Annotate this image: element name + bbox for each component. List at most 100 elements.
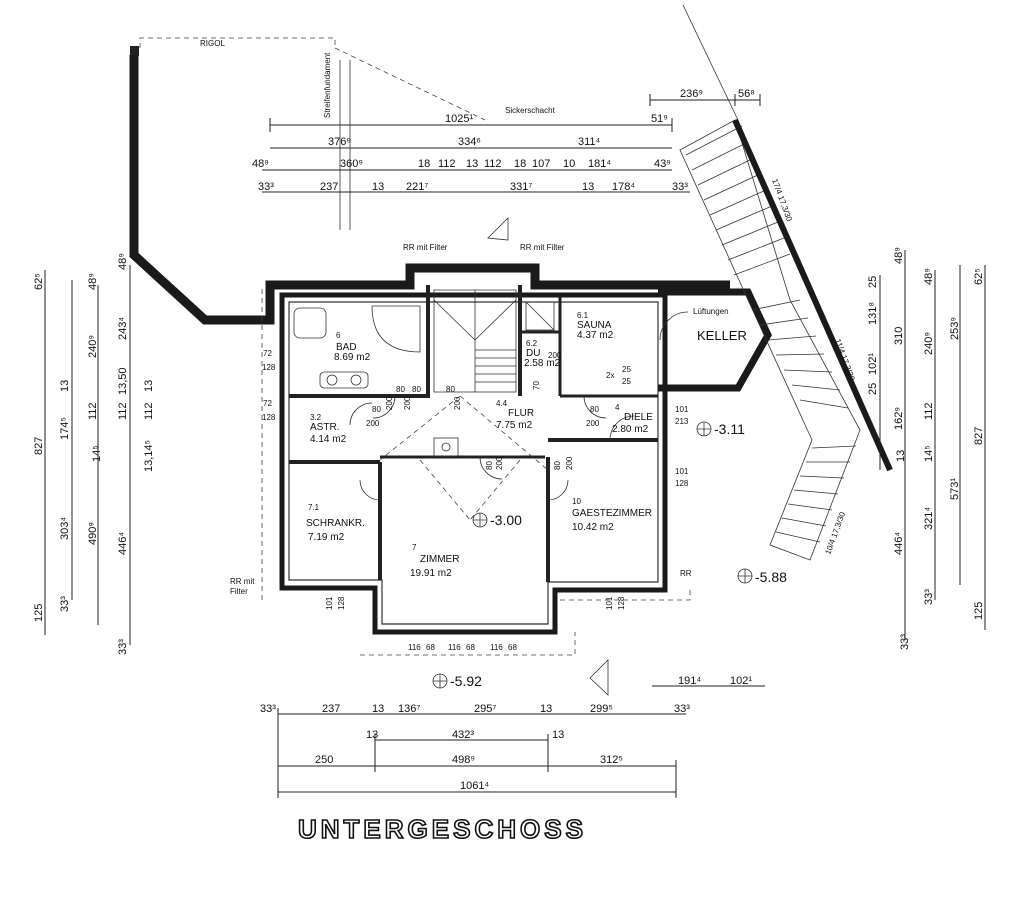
svg-text:200: 200: [385, 396, 394, 410]
label-stair-bottom: 10/4 17,3/30: [823, 510, 847, 555]
svg-text:SCHRANKR.: SCHRANKR.: [306, 518, 365, 529]
svg-text:68: 68: [466, 643, 475, 652]
svg-text:80: 80: [553, 461, 562, 470]
svg-text:101: 101: [325, 596, 334, 610]
svg-text:101: 101: [675, 467, 689, 476]
svg-text:25: 25: [867, 276, 879, 288]
svg-text:70: 70: [532, 381, 541, 390]
svg-text:240⁹: 240⁹: [87, 335, 99, 358]
svg-text:13: 13: [59, 380, 71, 392]
svg-text:102¹: 102¹: [730, 675, 752, 687]
svg-text:310: 310: [893, 327, 905, 345]
svg-text:331⁷: 331⁷: [510, 181, 532, 193]
label-stair-mid: 11/4 17,3/30: [833, 338, 857, 383]
svg-text:102¹: 102¹: [867, 353, 879, 375]
svg-text:25: 25: [867, 383, 879, 395]
svg-text:13: 13: [372, 703, 384, 715]
level-right-lower: -5.88: [755, 569, 787, 585]
dims-right: 25 48⁹ 48⁹ 62⁵ 131⁸ 310 240⁹ 253⁹ 102¹ 2…: [867, 247, 985, 650]
svg-text:25: 25: [622, 377, 631, 386]
svg-text:181⁴: 181⁴: [588, 158, 611, 170]
svg-text:13,14⁵: 13,14⁵: [143, 440, 155, 472]
svg-text:101: 101: [675, 405, 689, 414]
svg-text:112: 112: [117, 402, 129, 420]
svg-text:10.42 m2: 10.42 m2: [572, 522, 614, 533]
external-stair: [679, 4, 893, 561]
svg-text:13: 13: [372, 181, 384, 193]
room-keller: KELLER: [697, 328, 747, 343]
svg-text:200: 200: [548, 351, 562, 360]
svg-text:6.1: 6.1: [577, 311, 589, 320]
svg-text:80: 80: [396, 385, 405, 394]
svg-text:ASTR.: ASTR.: [310, 422, 339, 433]
svg-text:237: 237: [322, 703, 340, 715]
room-bad: 6 BAD 8.69 m2: [334, 331, 371, 363]
svg-text:573¹: 573¹: [949, 478, 961, 500]
svg-text:48⁹: 48⁹: [893, 247, 905, 264]
label-lueftungen: Lüftungen: [693, 307, 729, 316]
svg-text:4.4: 4.4: [496, 399, 508, 408]
room-schrankr: 7.1 SCHRANKR. 7.19 m2: [306, 503, 365, 543]
svg-text:125: 125: [973, 602, 985, 620]
svg-text:33³: 33³: [672, 181, 688, 193]
svg-text:56⁸: 56⁸: [738, 88, 755, 100]
svg-text:13: 13: [895, 450, 907, 462]
label-sickerschacht: Sickerschacht: [505, 106, 556, 115]
svg-text:116: 116: [448, 643, 461, 652]
label-rr-filter-1: RR mit Filter: [403, 243, 448, 252]
svg-text:250: 250: [315, 754, 333, 766]
svg-text:303⁴: 303⁴: [59, 517, 71, 540]
room-astr: 3.2 ASTR. 4.14 m2: [310, 413, 347, 445]
svg-text:7.19 m2: 7.19 m2: [308, 532, 345, 543]
svg-text:174⁵: 174⁵: [59, 417, 71, 440]
svg-text:131⁸: 131⁸: [867, 302, 879, 325]
svg-text:10: 10: [563, 158, 575, 170]
room-zimmer: 7 ZIMMER 19.91 m2: [410, 543, 459, 579]
svg-text:107: 107: [532, 158, 550, 170]
svg-text:48⁹: 48⁹: [923, 268, 935, 285]
svg-text:18: 18: [418, 158, 430, 170]
svg-text:116: 116: [490, 643, 503, 652]
svg-text:13: 13: [540, 703, 552, 715]
svg-text:446⁴: 446⁴: [117, 532, 129, 555]
room-sauna: 6.1 SAUNA 4.37 m2: [577, 311, 614, 341]
svg-text:827: 827: [33, 437, 45, 455]
svg-text:1025¹: 1025¹: [445, 113, 473, 125]
svg-text:360⁹: 360⁹: [340, 158, 363, 170]
svg-text:311⁴: 311⁴: [578, 136, 601, 148]
svg-text:253⁹: 253⁹: [949, 317, 961, 340]
svg-text:7.75 m2: 7.75 m2: [496, 420, 533, 431]
dims-bottom: 191⁴ 102¹ 33³ 237 13 136⁷ 295⁷ 13 299⁵ 3…: [260, 675, 752, 792]
label-rr-filter-3: RR mit: [230, 577, 255, 586]
dims-left: 62⁵ 827 48⁹ 48⁹ 240⁹ 243⁴ 174⁵ 13 112 11…: [33, 253, 155, 655]
svg-text:33³: 33³: [117, 639, 129, 655]
svg-text:200: 200: [565, 456, 574, 470]
level-bottom: -5.92: [450, 673, 482, 689]
svg-text:14⁵: 14⁵: [91, 445, 103, 462]
svg-text:13: 13: [582, 181, 594, 193]
room-du: 6.2 DU 2.58 m2: [524, 339, 561, 369]
label-rr-filter-3b: Filter: [230, 587, 248, 596]
svg-text:80: 80: [372, 405, 381, 414]
svg-text:33³: 33³: [923, 589, 935, 605]
svg-text:112: 112: [143, 402, 155, 420]
svg-text:2x: 2x: [606, 371, 614, 380]
svg-text:72: 72: [263, 399, 272, 408]
svg-text:80: 80: [412, 385, 421, 394]
svg-text:213: 213: [675, 417, 689, 426]
svg-text:191⁴: 191⁴: [678, 675, 701, 687]
svg-text:128: 128: [675, 479, 689, 488]
svg-text:240⁹: 240⁹: [923, 332, 935, 355]
svg-text:18: 18: [514, 158, 526, 170]
svg-text:3.2: 3.2: [310, 413, 322, 422]
svg-text:128: 128: [337, 596, 346, 610]
svg-text:51⁹: 51⁹: [651, 113, 668, 125]
label-rigol: RIGOL: [200, 39, 225, 48]
svg-text:1061⁴: 1061⁴: [460, 780, 489, 792]
svg-text:SAUNA: SAUNA: [577, 320, 612, 331]
svg-text:2.58 m2: 2.58 m2: [524, 358, 561, 369]
svg-text:101: 101: [605, 596, 614, 610]
door-dims: 80 200 80 200 80 200 80 200 80 200 80 20…: [262, 349, 692, 652]
svg-text:237: 237: [320, 181, 338, 193]
svg-text:200: 200: [453, 396, 462, 410]
